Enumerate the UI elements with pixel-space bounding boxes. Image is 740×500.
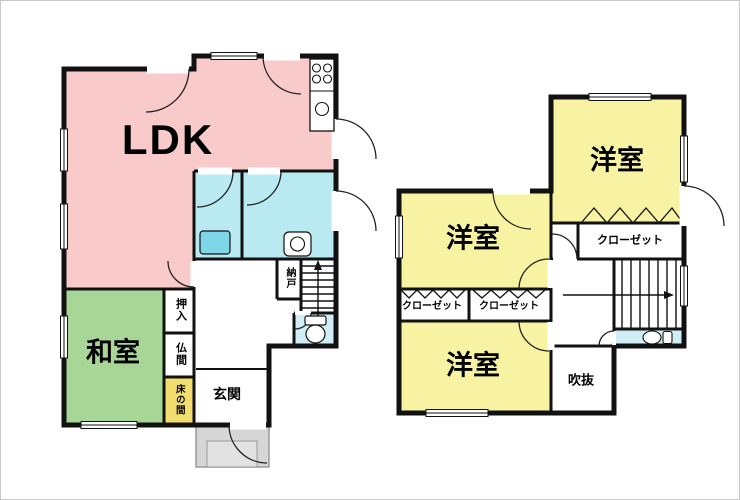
door-arc <box>551 233 578 260</box>
room-ldk-living <box>64 69 194 289</box>
room-label-tokonoma: 床の間 <box>173 384 185 416</box>
room-label-nando: 納戸 <box>284 267 295 289</box>
door-arc <box>167 260 195 288</box>
door-arc <box>145 68 190 113</box>
door-arc <box>335 190 377 232</box>
room-label-closet-w2: クローゼット <box>479 301 539 312</box>
toilet-2f-icon <box>642 330 673 345</box>
window <box>395 215 403 259</box>
window <box>425 409 489 417</box>
door-gap <box>679 186 689 226</box>
stairs-2f-arrow-icon <box>664 291 674 299</box>
door-gap <box>198 167 232 175</box>
window <box>60 128 68 172</box>
window <box>210 52 258 60</box>
room-label-washitsu: 和室 <box>86 337 140 368</box>
bathtub-icon <box>199 230 231 255</box>
door-gap <box>331 119 341 159</box>
door-gap <box>547 260 555 288</box>
room-yoshitsu-sw <box>399 321 551 413</box>
stairs-2f <box>563 259 677 329</box>
door-gap <box>493 187 530 195</box>
interior-walls-2f <box>399 191 684 413</box>
door-gap <box>331 191 341 231</box>
room-washitsu <box>64 289 164 425</box>
stairs-2f-steps <box>621 259 677 329</box>
stairs-1f-arrow-icon <box>314 260 322 270</box>
room-label-butsuma: 仏間 <box>174 342 187 366</box>
room-tokonoma <box>164 377 194 425</box>
door-gap <box>264 51 300 61</box>
stove-burner-icon <box>322 74 333 84</box>
door-gap <box>147 64 189 74</box>
window <box>680 135 688 183</box>
door-arc <box>598 330 615 347</box>
door-arc <box>262 55 302 95</box>
room-label-yoshitsu-w: 洋室 <box>446 223 500 254</box>
door-gap <box>553 255 577 263</box>
door-openings <box>147 51 689 430</box>
stove-burner-icon <box>322 63 333 73</box>
room-label-closet-ne: クローゼット <box>597 234 663 247</box>
room-label-oshiire: 押入 <box>174 298 187 322</box>
door-arc <box>196 170 234 208</box>
entrance-porch <box>195 424 270 468</box>
closet-w1-zigzag-icon <box>400 289 466 299</box>
stove-burner-icon <box>311 63 322 73</box>
room-label-closet-w1: クローゼット <box>402 301 462 312</box>
porch-step <box>206 440 258 468</box>
room-yoshitsu-w <box>399 191 551 289</box>
door-gap <box>230 420 266 430</box>
room-label-yoshitsu-sw: 洋室 <box>446 350 500 381</box>
window <box>60 203 68 250</box>
door-gap <box>248 167 280 175</box>
door-arc <box>228 424 268 464</box>
washbasin-icon <box>283 231 312 257</box>
door-arc <box>683 185 725 227</box>
window <box>60 315 68 359</box>
window <box>80 421 138 429</box>
room-label-ldk: LDK <box>121 116 215 163</box>
stove-burner-icon <box>311 74 322 84</box>
room-label-fukinuke: 吹抜 <box>567 372 595 388</box>
toilet-1f-icon <box>304 315 327 344</box>
door-arc <box>335 118 377 160</box>
kitchen-sink-icon <box>314 101 330 117</box>
room-label-yoshitsu-ne: 洋室 <box>590 145 644 176</box>
door-arc <box>518 320 550 352</box>
door-gap <box>612 331 616 345</box>
kitchen-counter-icon <box>309 58 335 132</box>
room-label-genkan: 玄関 <box>213 386 241 402</box>
closet-w2-zigzag-icon <box>472 289 546 299</box>
window <box>680 265 688 307</box>
door-arc <box>518 258 550 290</box>
door-gap <box>190 261 198 287</box>
room-yoshitsu-ne <box>551 97 684 223</box>
windows <box>60 52 688 429</box>
door-arc <box>492 190 532 230</box>
door-arc <box>246 170 282 206</box>
door-gap <box>295 311 311 315</box>
window <box>588 93 652 101</box>
door-gap <box>547 322 555 350</box>
room-fills <box>64 56 684 425</box>
